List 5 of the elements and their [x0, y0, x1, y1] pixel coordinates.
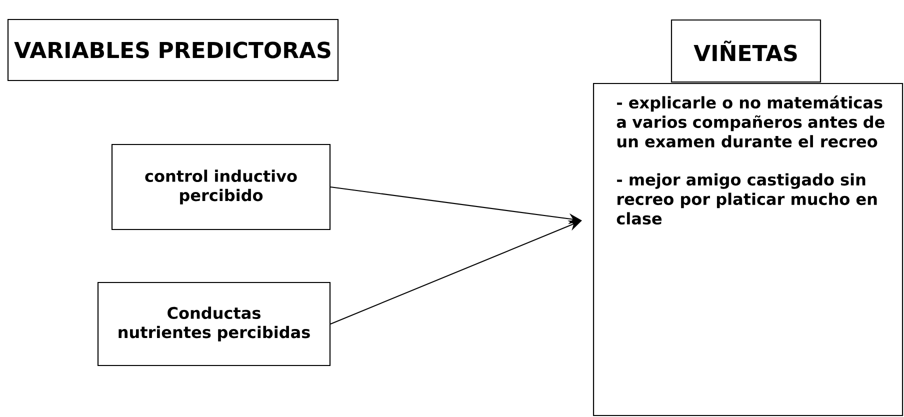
predictor-box: control inductivo percibido: [111, 144, 331, 230]
predictor-box: Conductas nutrientes percibidas: [97, 282, 331, 366]
list-box: - explicarle o no matemáticas a varios compañeros antes de un examen durante el recreo - mejor amigo castigado sin recreo por platicar mucho en clase: [593, 83, 904, 416]
heading-box: VARIABLES PREDICTORAS: [7, 18, 339, 82]
heading-box: VIÑETAS: [670, 19, 822, 83]
